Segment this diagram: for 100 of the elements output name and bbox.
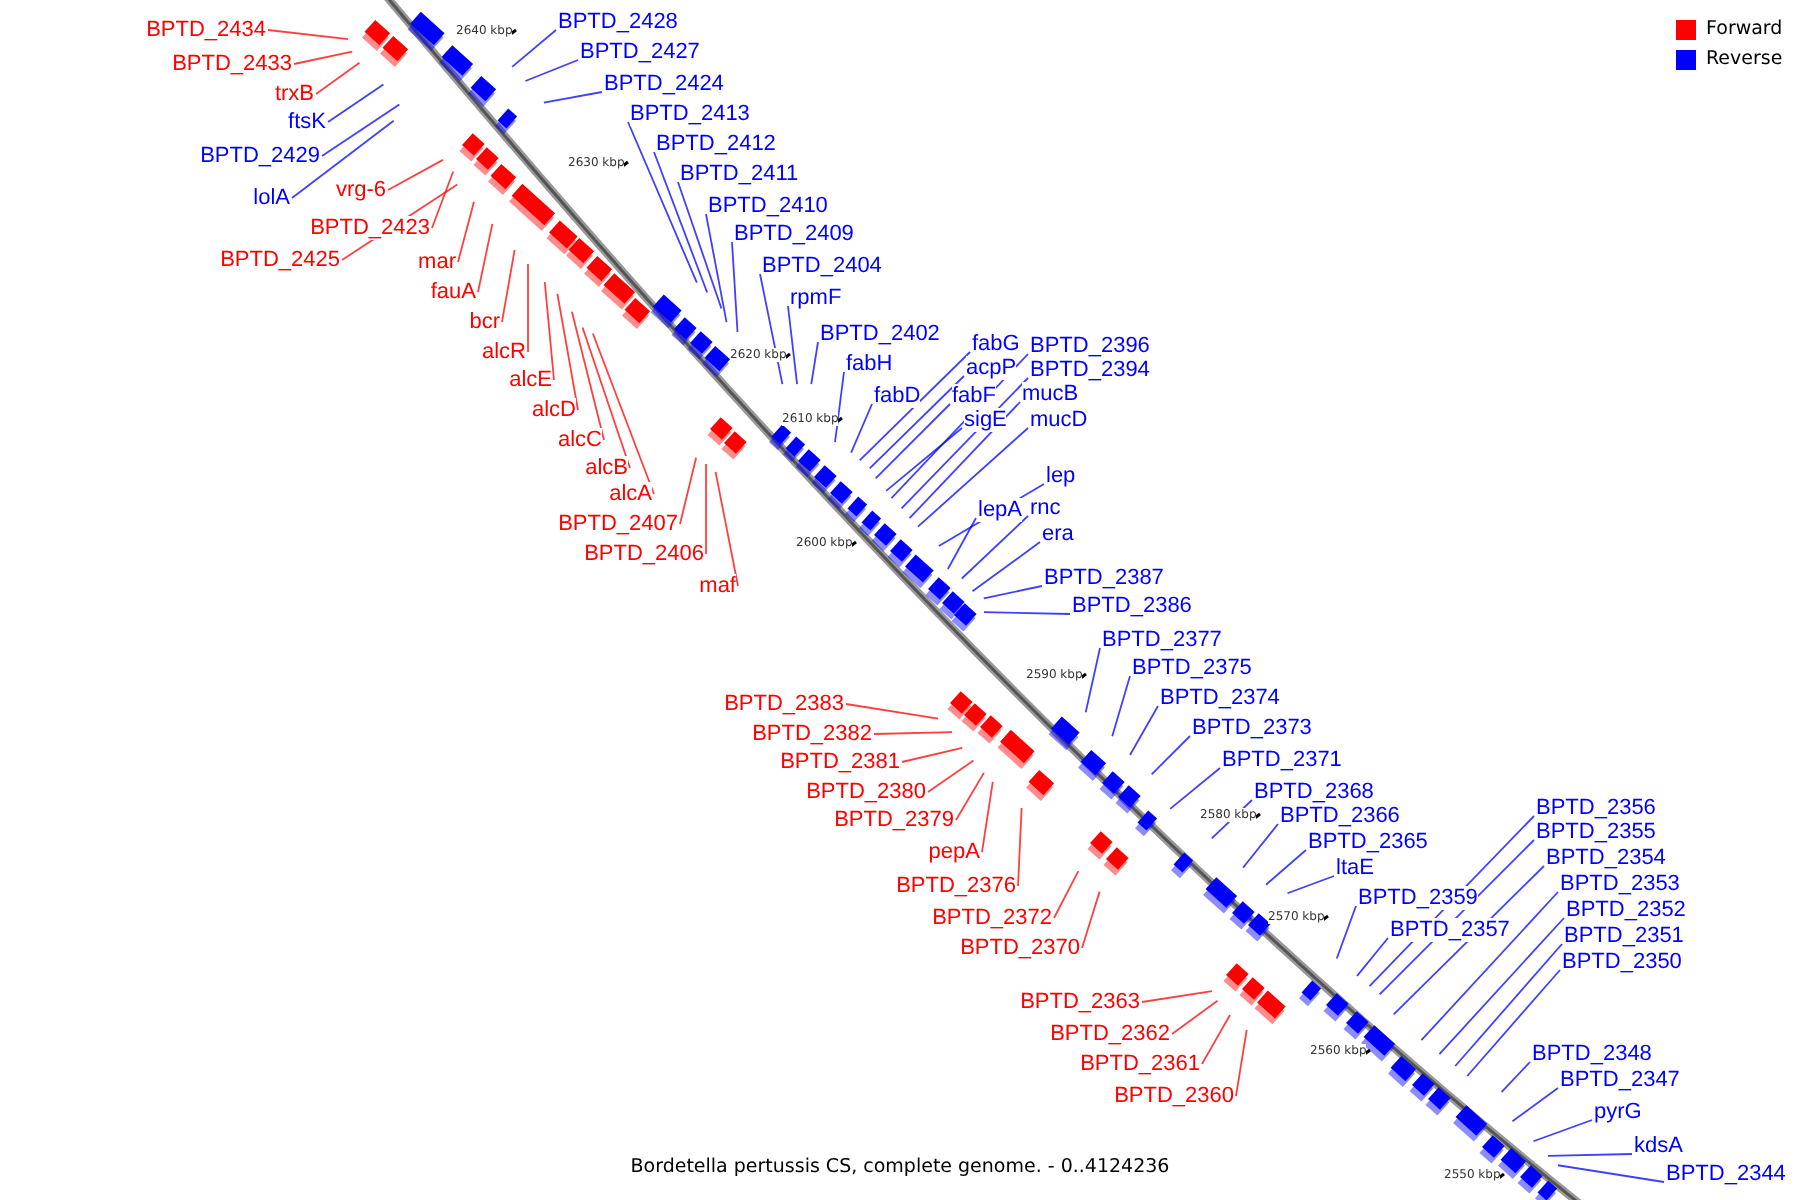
gene-label: BPTD_2413 (630, 102, 750, 126)
leader-line (874, 403, 951, 480)
leader-line (267, 29, 349, 40)
gene-label: pepA (928, 840, 980, 864)
gene-label: BPTD_2428 (558, 10, 678, 34)
leader-line (1081, 890, 1101, 949)
gene-label: BPTD_2344 (1666, 1162, 1786, 1186)
leader-line (946, 517, 977, 570)
gene-label: ltaE (1336, 856, 1374, 880)
leader-line (858, 351, 971, 462)
leader-line (387, 158, 444, 191)
leader-line (981, 781, 994, 853)
gene-label: BPTD_2351 (1564, 924, 1684, 948)
leader-line (556, 293, 579, 411)
gene-label: BPTD_2412 (656, 132, 776, 156)
gene-label: alcA (609, 482, 652, 506)
leader-line (714, 470, 739, 587)
leader-line (955, 772, 985, 821)
gene-label: rpmF (790, 286, 842, 310)
gene-label: alcC (557, 428, 602, 452)
leader-line (971, 541, 1041, 593)
leader-line (1438, 917, 1565, 1055)
gene-label: BPTD_2359 (1358, 886, 1478, 910)
leader-line (1201, 1014, 1231, 1065)
gene-label: BPTD_2350 (1562, 950, 1682, 974)
leader-line (1141, 990, 1213, 1003)
gene-label: maf (699, 574, 736, 598)
leader-line (524, 59, 579, 82)
gene-label: BPTD_2370 (960, 936, 1080, 960)
gene-label: lepA (978, 498, 1023, 522)
gene-label: BPTD_2429 (200, 144, 320, 168)
gene-label: BPTD_2353 (1560, 872, 1680, 896)
gene-label: sigE (964, 408, 1007, 432)
leader-line (834, 371, 845, 443)
leader-line (431, 170, 455, 229)
gene-label: BPTD_2348 (1532, 1042, 1652, 1066)
gene-label: BPTD_2371 (1222, 748, 1342, 772)
caption: Bordetella pertussis CS, complete genome. - 0..4124236 (630, 1156, 1170, 1178)
gene-label: BPTD_2407 (558, 512, 678, 536)
gene-label: fabF (952, 384, 997, 408)
gene-label: kdsA (1634, 1134, 1683, 1158)
gene-label: BPTD_2434 (146, 18, 266, 42)
gene-label: alcE (509, 368, 552, 392)
gene-label: mar (418, 250, 456, 274)
gene-label: fabH (846, 352, 893, 376)
leader-line (1420, 891, 1559, 1041)
leader-line (1150, 735, 1191, 776)
gene-label: BPTD_2406 (584, 542, 704, 566)
leader-line (705, 213, 728, 324)
gene-label: BPTD_2381 (780, 750, 900, 774)
gene-label: BPTD_2361 (1080, 1052, 1200, 1076)
gene-label: fauA (430, 280, 476, 304)
gene-label: BPTD_2347 (1560, 1068, 1680, 1092)
leader-line (1466, 969, 1561, 1077)
gene-label: mucB (1022, 382, 1079, 406)
leader-line (868, 375, 965, 470)
gene-label: BPTD_2433 (172, 52, 292, 76)
leader-line (1169, 767, 1221, 810)
gene-label: BPTD_2354 (1546, 846, 1666, 870)
leader-line (759, 273, 784, 386)
leader-line (787, 305, 798, 385)
leader-line (900, 377, 1029, 510)
gene-label: alcD (531, 398, 576, 422)
leader-line (1242, 823, 1279, 869)
leader-line (983, 611, 1071, 615)
leader-line (571, 310, 605, 441)
leader-line (327, 83, 385, 123)
gene-label: BPTD_2425 (220, 248, 340, 272)
leader-line (315, 61, 361, 95)
gene-label: fabG (972, 332, 1020, 356)
leader-line (291, 119, 395, 199)
leader-line (705, 463, 707, 555)
leader-line (1111, 675, 1131, 738)
leader-line (477, 222, 494, 293)
leader-line (810, 341, 819, 385)
leader-line (591, 332, 655, 495)
leader-line (457, 200, 475, 263)
gene-label: BPTD_2368 (1254, 780, 1374, 804)
leader-line (1356, 937, 1389, 977)
gene-label: BPTD_2374 (1160, 686, 1280, 710)
gene-label: BPTD_2373 (1192, 716, 1312, 740)
leader-line (927, 759, 975, 793)
gene-label: BPTD_2383 (724, 692, 844, 716)
leader-line (581, 326, 631, 469)
leader-line (850, 403, 873, 454)
gene-label: BPTD_2387 (1044, 566, 1164, 590)
leader-line (293, 50, 354, 65)
gene-label: BPTD_2404 (762, 254, 882, 278)
leader-line (1532, 1119, 1593, 1143)
leader-line (731, 241, 739, 333)
leader-line (917, 427, 1029, 528)
leader-line (1017, 807, 1023, 887)
leader-line (1335, 905, 1357, 960)
gene-label: BPTD_2427 (580, 40, 700, 64)
leader-line (1557, 1164, 1665, 1183)
gene-label: BPTD_2377 (1102, 628, 1222, 652)
gene-label: BPTD_2375 (1132, 656, 1252, 680)
leader-line (873, 731, 953, 735)
leader-line (908, 401, 1021, 520)
gene-label: alcR (481, 340, 526, 364)
